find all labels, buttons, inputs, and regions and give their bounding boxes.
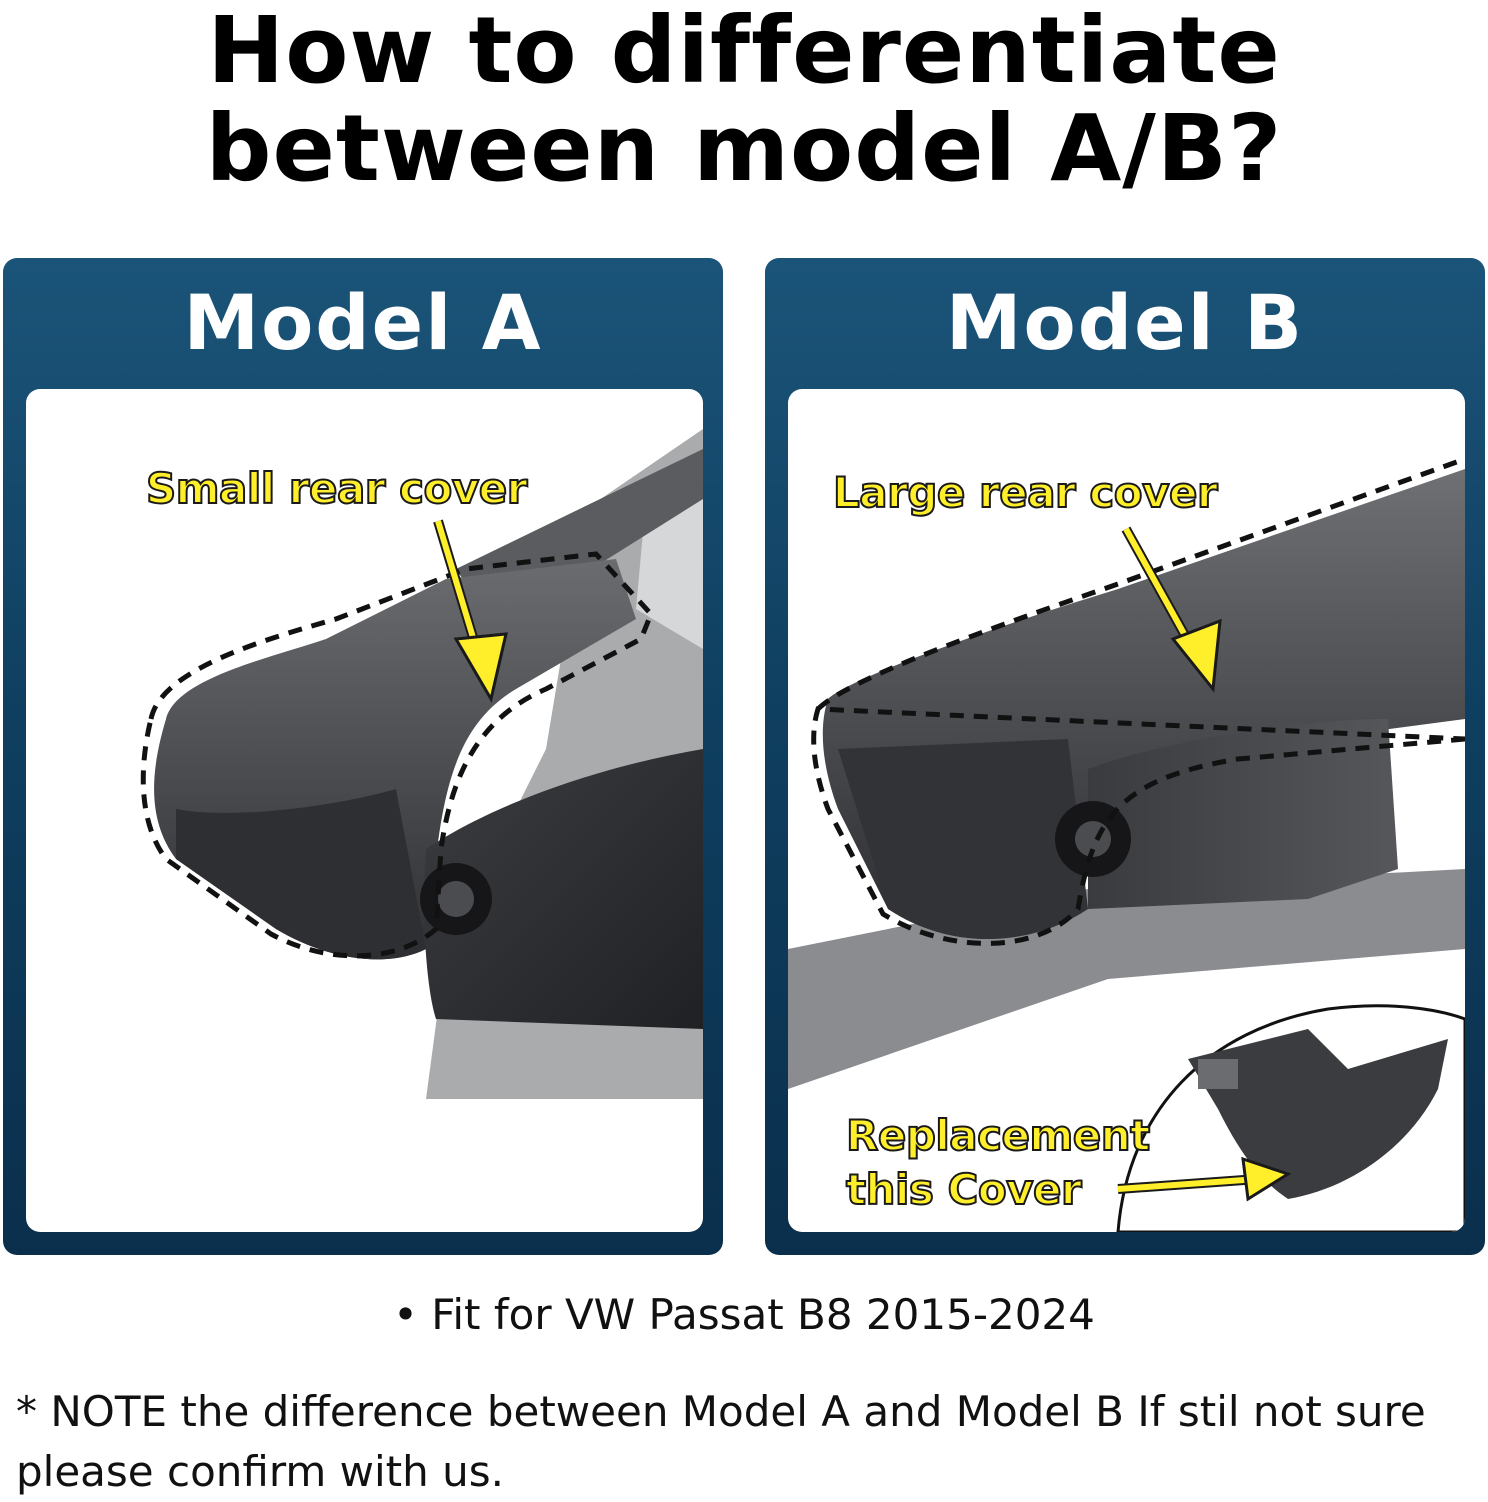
replacement-cover-label: Replacement this Cover bbox=[845, 1110, 1151, 1215]
fit-compatibility-text: • Fit for VW Passat B8 2015-2024 bbox=[393, 1290, 1095, 1339]
large-rear-cover-label: Large rear cover bbox=[832, 467, 1219, 518]
model-b-title: Model B bbox=[945, 278, 1305, 367]
model-a-title: Model A bbox=[183, 278, 543, 367]
model-b-panel: Model B bbox=[765, 258, 1485, 1255]
model-a-photo: Small rear cover bbox=[26, 389, 703, 1232]
model-b-camera-illustration bbox=[788, 456, 1465, 1232]
model-a-camera-illustration bbox=[140, 429, 703, 1099]
page-title: How to differentiate between model A/B? bbox=[205, 0, 1283, 202]
small-rear-cover-label: Small rear cover bbox=[145, 463, 528, 514]
model-a-panel: Model A bbox=[3, 258, 723, 1255]
note-text: * NOTE the difference between Model A an… bbox=[16, 1387, 1426, 1496]
model-b-photo: Large rear cover Replacement this Cover bbox=[788, 389, 1465, 1232]
